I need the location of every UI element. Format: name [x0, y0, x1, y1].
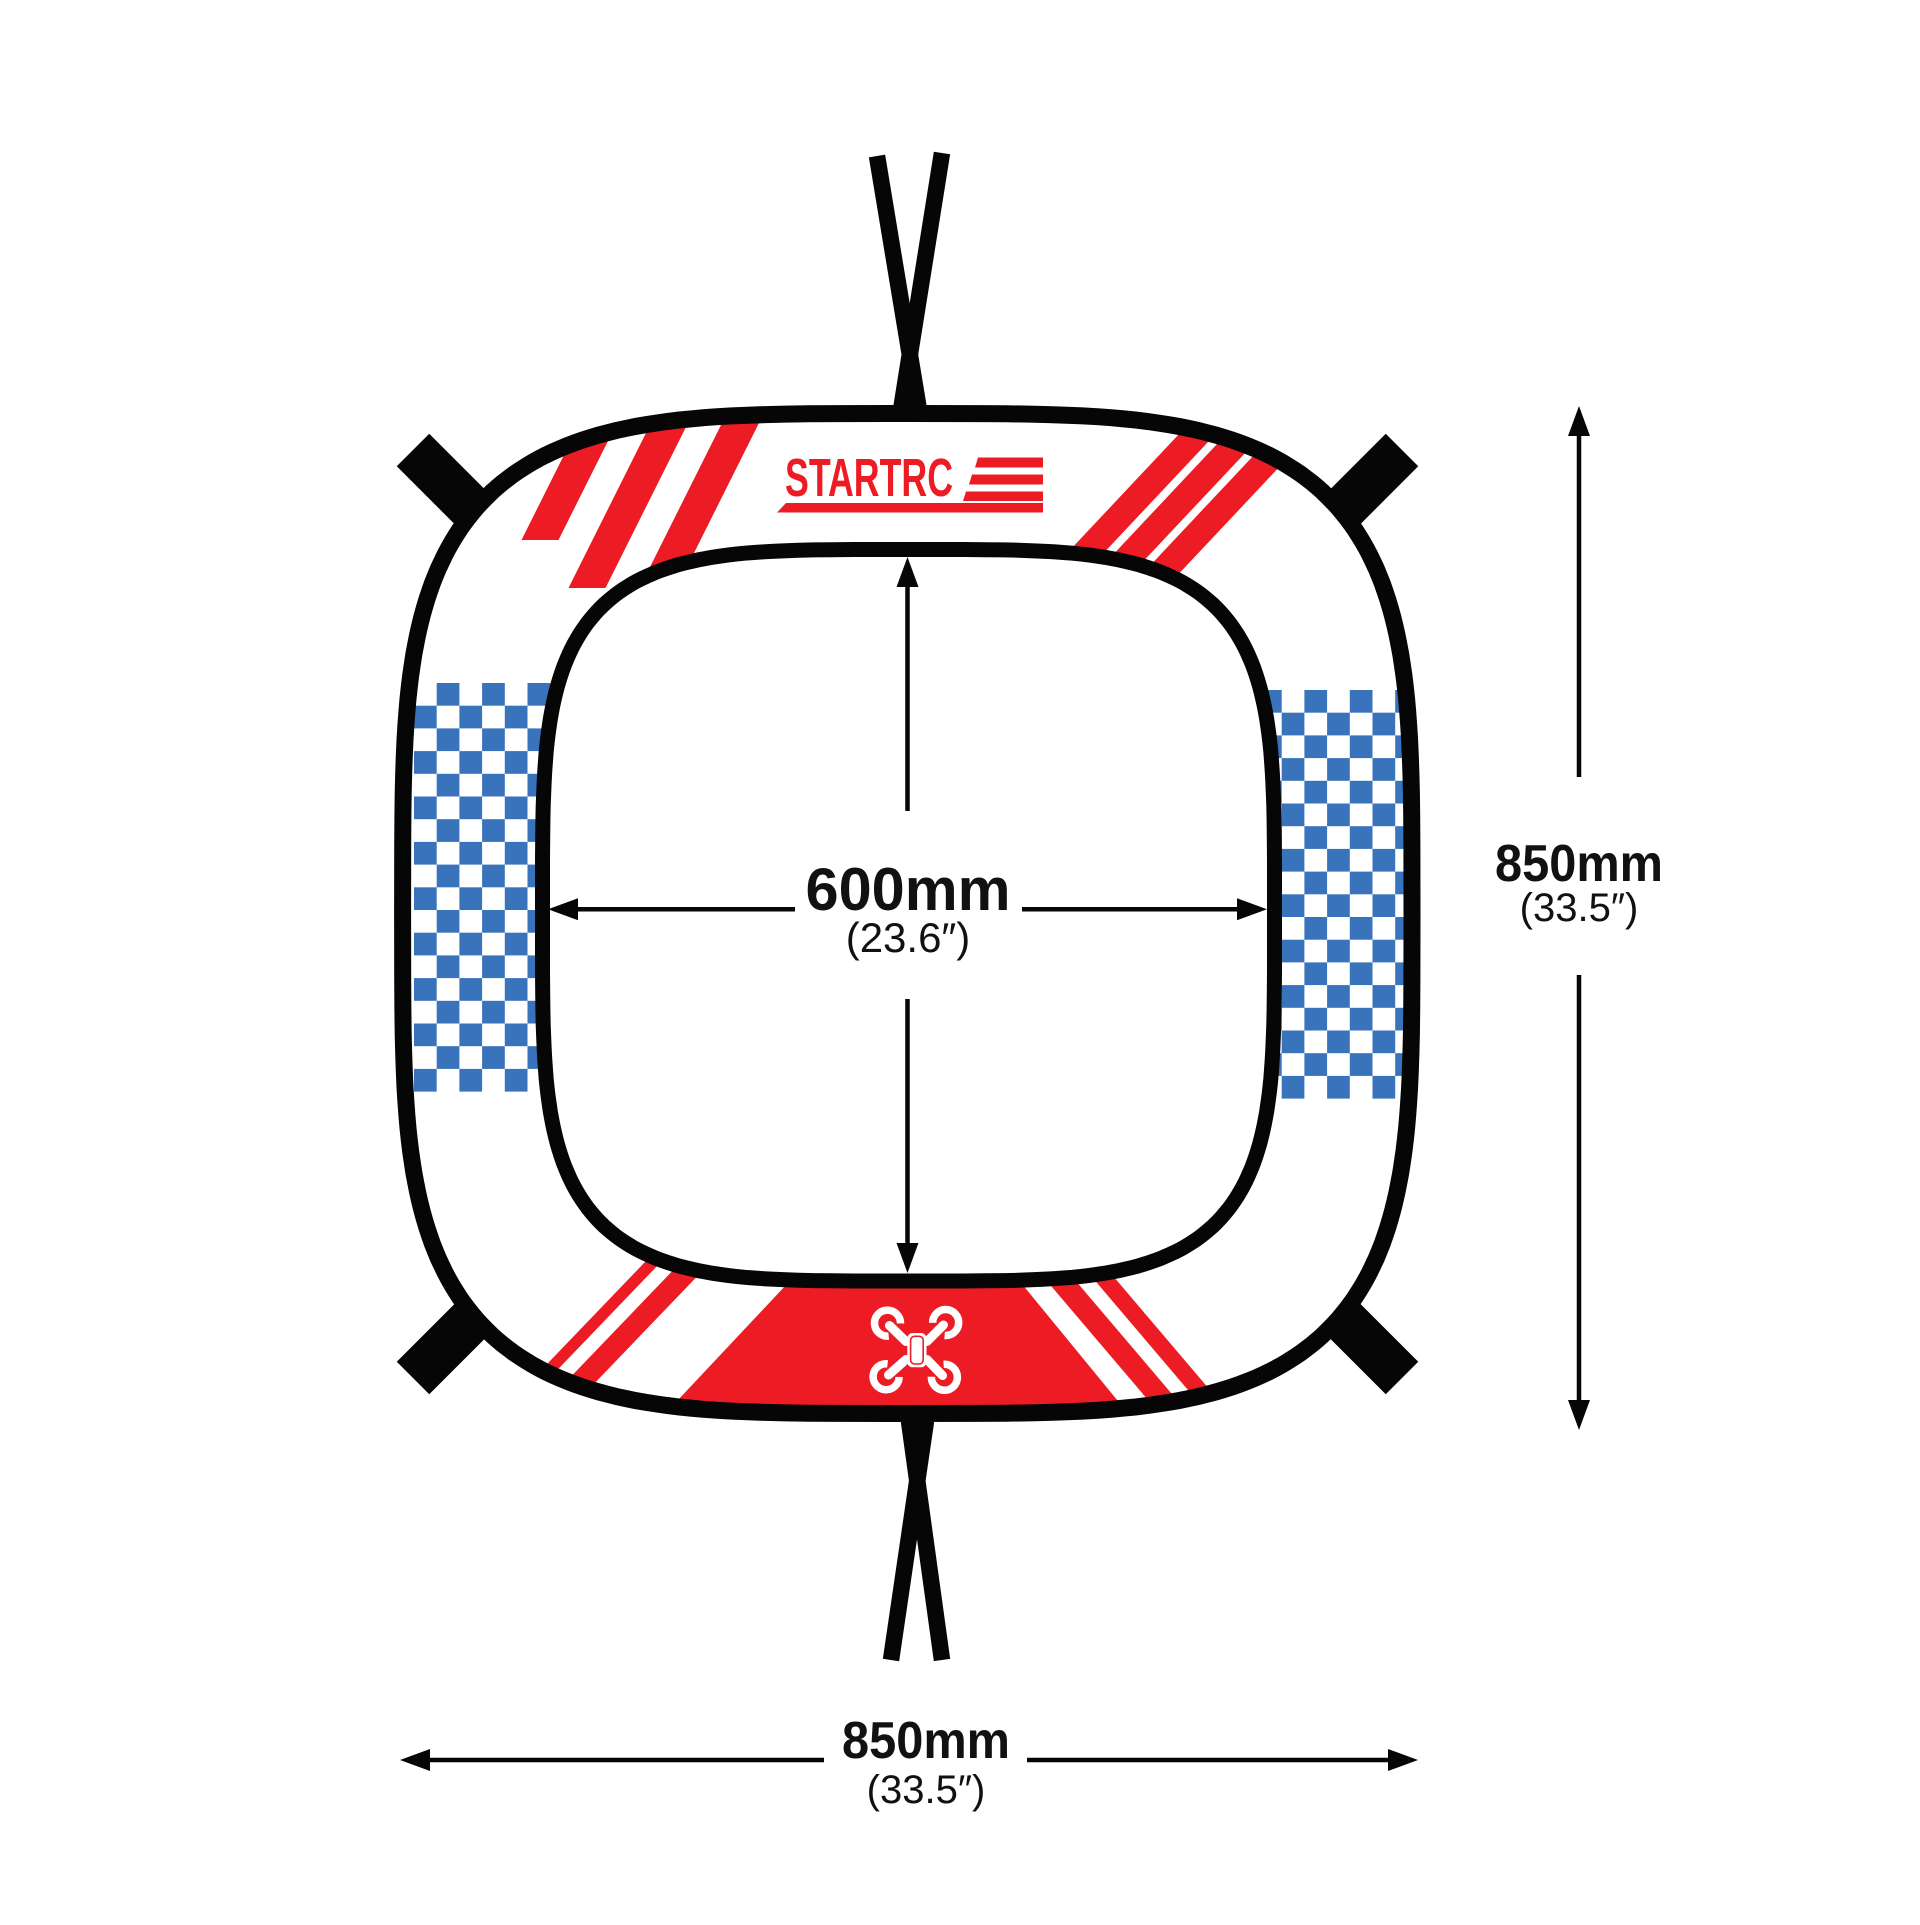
svg-text:(23.6″): (23.6″)	[846, 914, 971, 961]
svg-text:600mm: 600mm	[806, 856, 1011, 923]
svg-text:(33.5″): (33.5″)	[1520, 886, 1639, 930]
svg-text:850mm: 850mm	[842, 1712, 1010, 1770]
svg-text:(33.5″): (33.5″)	[867, 1768, 986, 1812]
svg-text:STARTRC: STARTRC	[785, 448, 953, 508]
svg-text:850mm: 850mm	[1495, 835, 1663, 893]
